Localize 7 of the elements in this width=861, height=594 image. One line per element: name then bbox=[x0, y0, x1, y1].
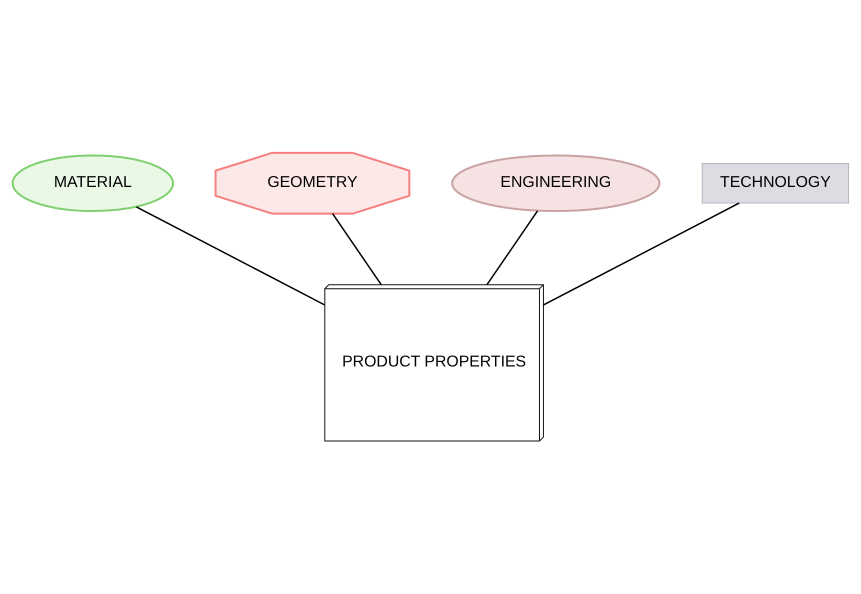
connector bbox=[486, 210, 538, 286]
node-ellipse: ENGINEERING bbox=[451, 154, 660, 212]
connector bbox=[332, 213, 382, 286]
connector bbox=[543, 202, 740, 306]
node-box: TECHNOLOGY bbox=[702, 162, 850, 204]
connector bbox=[136, 206, 325, 306]
node-ellipse: MATERIAL bbox=[12, 154, 174, 212]
